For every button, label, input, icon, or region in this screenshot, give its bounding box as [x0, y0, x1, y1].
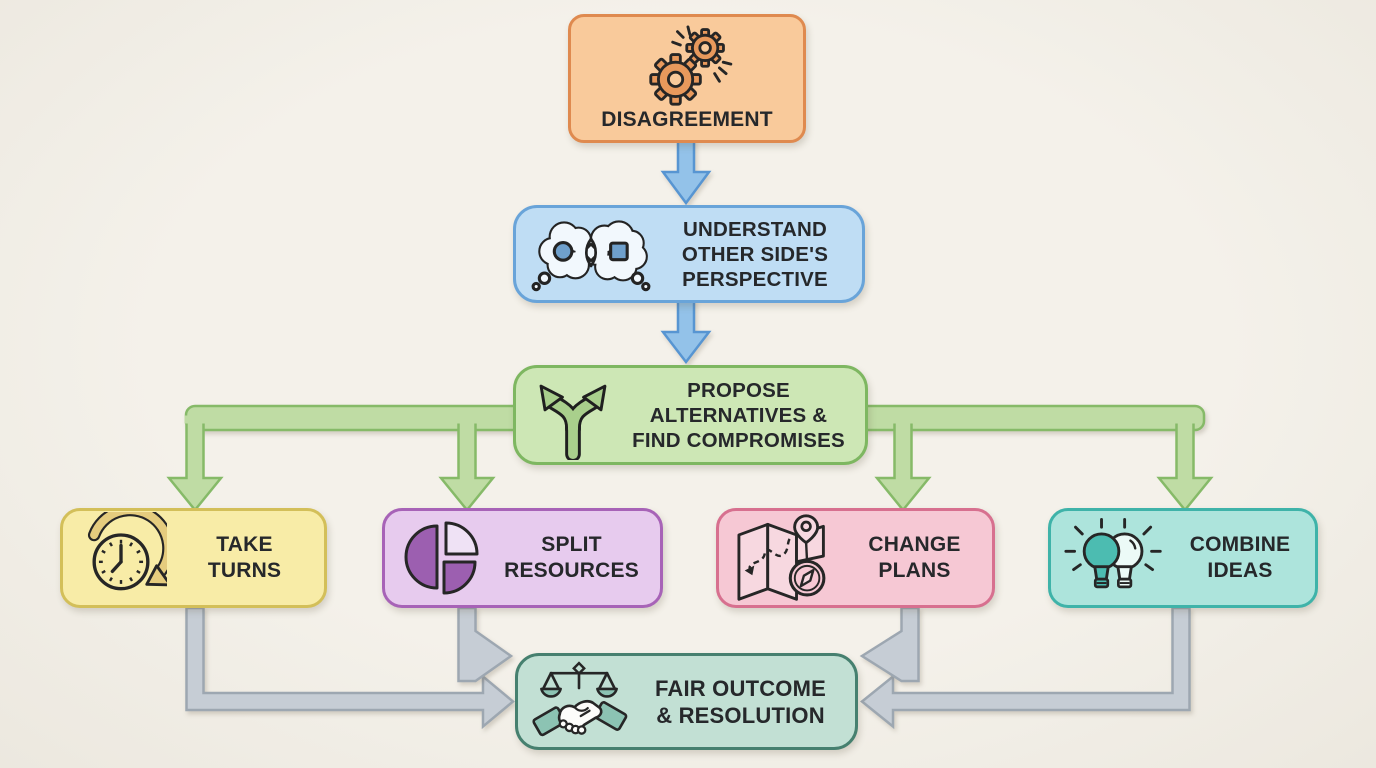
arrow-propose-to-take-turns [166, 416, 224, 512]
node-label: UNDERSTAND OTHER SIDE'S PERSPECTIVE [681, 217, 829, 291]
clashing-gears-icon [637, 25, 737, 107]
node-label: DISAGREEMENT [601, 108, 773, 131]
node-label: TAKE TURNS [207, 533, 282, 582]
node-split-resources: SPLIT RESOURCES [382, 508, 663, 608]
node-fair-outcome: FAIR OUTCOME & RESOLUTION [515, 653, 858, 750]
arrow-change-plans-to-fair-outcome [859, 606, 920, 683]
arrow-combine-ideas-to-fair-outcome [860, 606, 1191, 730]
arrow-disagreement-to-understand [660, 138, 712, 206]
node-label: PROPOSE ALTERNATIVES & FIND COMPROMISES [632, 378, 845, 452]
node-label: CHANGE PLANS [868, 533, 961, 582]
handshake-scales-icon [530, 659, 628, 745]
node-label: COMBINE IDEAS [1189, 533, 1291, 582]
node-understand: UNDERSTAND OTHER SIDE'S PERSPECTIVE [513, 205, 865, 303]
clock-rotation-icon [75, 512, 167, 604]
pie-chart-icon [397, 514, 485, 602]
arrow-propose-to-change-plans [874, 416, 932, 512]
lightbulbs-icon [1063, 514, 1167, 602]
arrow-propose-to-split-resources [438, 416, 496, 512]
node-change-plans: CHANGE PLANS [716, 508, 995, 608]
map-compass-icon [731, 510, 839, 606]
arrow-split-resources-to-fair-outcome [457, 606, 514, 683]
node-take-turns: TAKE TURNS [60, 508, 327, 608]
node-label: FAIR OUTCOME & RESOLUTION [654, 675, 827, 728]
arrow-understand-to-propose [660, 298, 712, 365]
node-propose: PROPOSE ALTERNATIVES & FIND COMPROMISES [513, 365, 868, 465]
thought-bubbles-icon [530, 214, 652, 295]
branching-arrows-icon [528, 370, 618, 460]
node-label: SPLIT RESOURCES [504, 533, 639, 582]
node-disagreement: DISAGREEMENT [568, 14, 806, 143]
arrow-take-turns-to-fair-outcome [185, 606, 515, 730]
node-combine-ideas: COMBINE IDEAS [1048, 508, 1318, 608]
arrow-propose-to-combine-ideas [1156, 416, 1214, 512]
